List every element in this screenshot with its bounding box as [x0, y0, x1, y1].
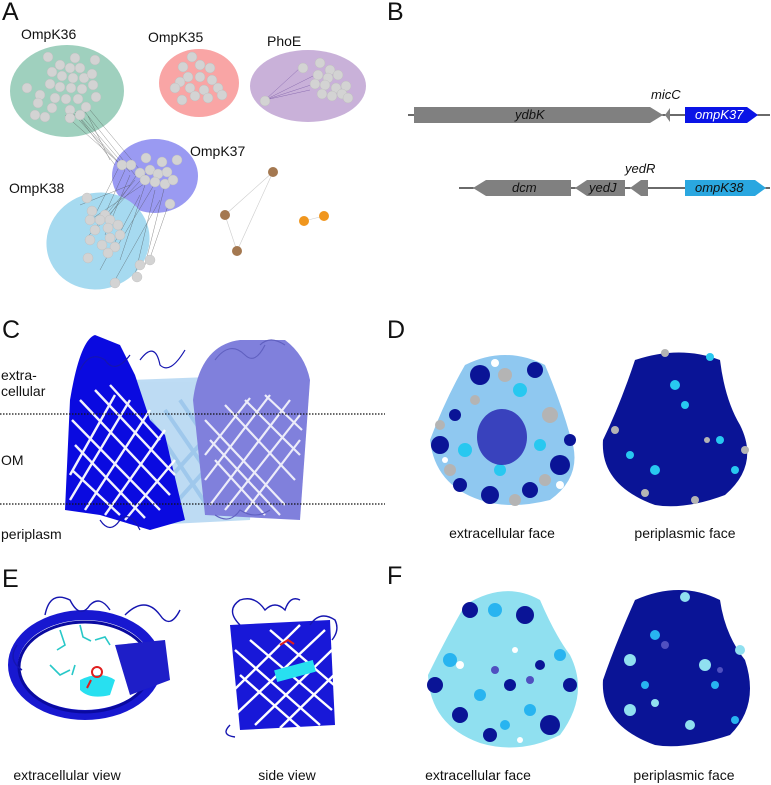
- caption-e-extracellular-view: extracellular view: [13, 767, 121, 783]
- gene-ompK37: [685, 107, 758, 123]
- surface-periplasmic-face-f: [602, 590, 750, 747]
- region-label-om: OM: [1, 452, 24, 468]
- region-label-periplasm: periplasm: [1, 526, 62, 542]
- cluster-label-ompk38: OmpK38: [9, 180, 65, 196]
- cluster-label-ompk35: OmpK35: [148, 29, 204, 45]
- gene-micC: [665, 108, 670, 122]
- orange-node: [299, 216, 309, 226]
- gene-dcm: [473, 180, 571, 196]
- cluster-ompk38-region: [46, 192, 150, 290]
- gene-yedR: [630, 180, 648, 196]
- panel-letter-c: C: [2, 316, 21, 344]
- trimer-side-view: [0, 335, 385, 531]
- surface-periplasmic-face-d: [602, 349, 749, 507]
- panel-letter-b: B: [387, 0, 404, 26]
- cluster-network: [10, 45, 366, 290]
- panel-letter-a: A: [2, 0, 19, 26]
- gene-label-micC: micC: [651, 87, 681, 102]
- brown-node: [268, 167, 278, 177]
- surface-extracellular-face-d: [430, 355, 576, 506]
- brown-node: [232, 246, 242, 256]
- monomer-extracellular-view: [8, 596, 181, 720]
- cluster-label-ompk36: OmpK36: [21, 26, 77, 42]
- panel-letter-f: F: [387, 562, 403, 590]
- gene-label-ompK37: ompK37: [695, 107, 744, 122]
- region-label-extracellular-2: cellular: [1, 383, 46, 399]
- gene-label-ydbK: ydbK: [515, 107, 545, 122]
- panel-letter-d: D: [387, 316, 406, 344]
- gene-ompK38: [685, 180, 766, 196]
- gene-map: [408, 107, 770, 196]
- caption-e-side-view: side view: [258, 767, 316, 783]
- caption-f-periplasmic: periplasmic face: [633, 767, 735, 783]
- caption-f-extracellular: extracellular face: [425, 767, 531, 783]
- gene-ydbK: [414, 107, 663, 123]
- brown-node: [220, 210, 230, 220]
- surface-extracellular-face-f: [427, 591, 578, 748]
- cluster-label-ompk37: OmpK37: [190, 143, 246, 159]
- caption-d-periplasmic: periplasmic face: [634, 525, 736, 541]
- orange-node: [319, 211, 329, 221]
- region-label-extracellular-1: extra-: [1, 367, 37, 383]
- cluster-ompk35-region: [159, 49, 239, 117]
- gene-yedJ: [575, 180, 625, 196]
- panel-letter-e: E: [2, 565, 19, 593]
- cluster-label-phoe: PhoE: [267, 33, 302, 49]
- gene-label-yedR: yedR: [625, 161, 656, 176]
- monomer-side-view: [225, 598, 338, 738]
- gene-label-dcm: dcm: [512, 180, 537, 195]
- gene-label-ompK38: ompK38: [695, 180, 744, 195]
- gene-label-yedJ: yedJ: [589, 180, 617, 195]
- caption-d-extracellular: extracellular face: [449, 525, 555, 541]
